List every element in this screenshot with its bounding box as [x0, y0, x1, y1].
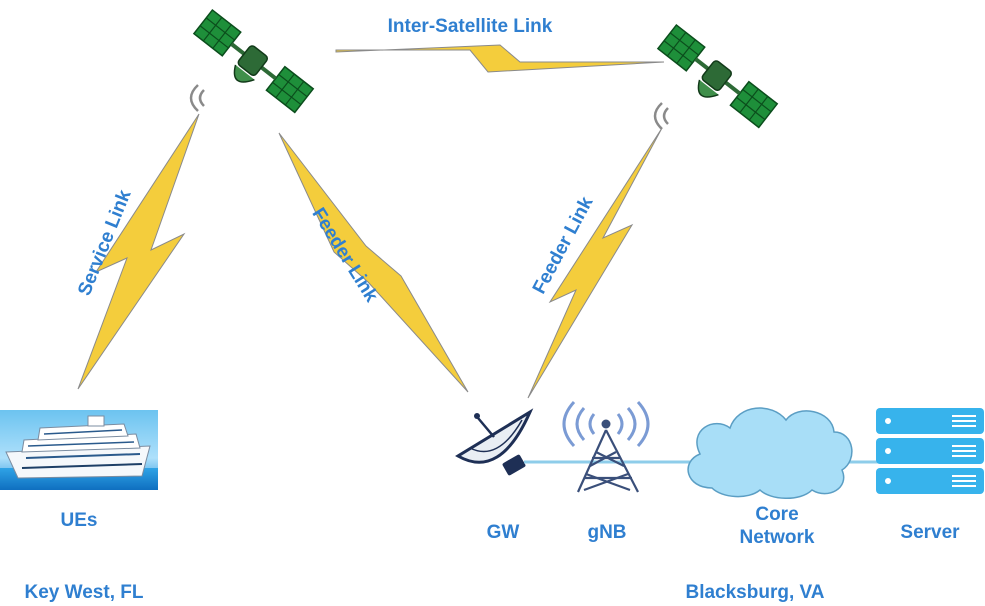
- inter-satellite-link-bolt: [335, 44, 665, 73]
- location-left-label: Key West, FL: [25, 582, 144, 603]
- ship-icon: [0, 410, 158, 490]
- core-network-label-line2: Network: [740, 527, 815, 548]
- gnb-label: gNB: [587, 522, 626, 543]
- satellite-icon-left: [193, 9, 314, 114]
- satellite-icon-right: [657, 24, 778, 129]
- feeder-link-left-bolt: [278, 132, 469, 393]
- ues-label: UEs: [61, 510, 98, 531]
- cell-tower-icon: [562, 400, 650, 493]
- satellite-signal-icon-left: [189, 84, 205, 112]
- dish-antenna-icon: [455, 408, 534, 476]
- server-icon: [876, 408, 984, 494]
- feeder-link-right-bolt: [527, 127, 663, 399]
- satellite-signal-icon-right: [653, 102, 669, 130]
- inter-satellite-link-label: Inter-Satellite Link: [388, 16, 553, 37]
- core-network-label-line1: Core: [755, 504, 798, 525]
- service-link-bolt: [77, 113, 200, 390]
- server-label: Server: [900, 522, 960, 543]
- location-right-label: Blacksburg, VA: [685, 582, 824, 603]
- cloud-icon: [687, 407, 853, 499]
- gw-label: GW: [487, 522, 520, 543]
